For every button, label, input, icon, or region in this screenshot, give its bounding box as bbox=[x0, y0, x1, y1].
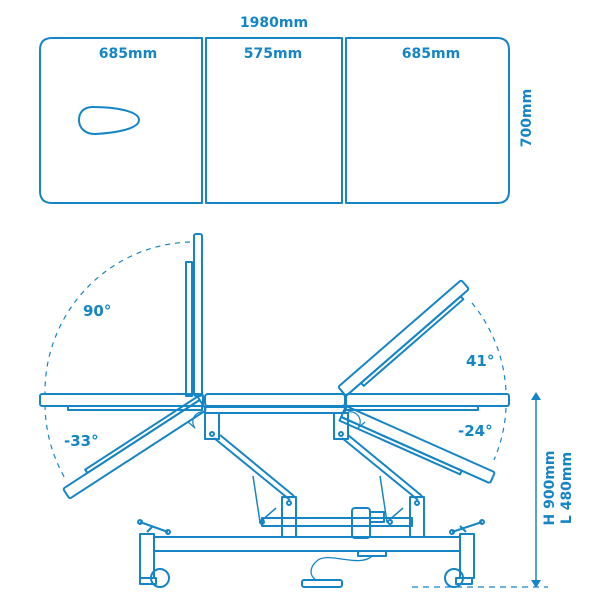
foot-section-up-frame bbox=[360, 295, 465, 387]
foot-section-flat-frame bbox=[345, 405, 479, 411]
foot-switch bbox=[301, 579, 343, 588]
section-middle-label: 575mm bbox=[244, 46, 302, 62]
left-base-pad bbox=[139, 577, 157, 585]
section-middle bbox=[205, 37, 343, 204]
foot-section-down-frame bbox=[338, 415, 463, 476]
height-max-label: H 900mm bbox=[542, 451, 558, 526]
right-brake-knob-1 bbox=[479, 519, 485, 525]
head-section-down-frame bbox=[84, 395, 201, 474]
left-brake-knob-1 bbox=[137, 519, 143, 525]
height-arrow-down-icon bbox=[531, 580, 541, 588]
head-down-angle-label: -33° bbox=[64, 432, 99, 450]
top-view bbox=[39, 37, 510, 204]
head-section-flat bbox=[39, 393, 204, 407]
bottom-tray bbox=[357, 550, 387, 557]
motor-box bbox=[351, 507, 371, 539]
foot-up-angle-label: 41° bbox=[466, 352, 494, 370]
face-hole bbox=[78, 106, 140, 135]
height-arrow-up-icon bbox=[531, 392, 541, 400]
section-foot bbox=[345, 37, 510, 204]
motor-bracket bbox=[369, 511, 385, 523]
left-brake-knob-2 bbox=[165, 529, 171, 535]
head-section-up bbox=[193, 233, 203, 397]
total-length-label: 1980mm bbox=[240, 15, 308, 31]
foot-switch-cable bbox=[310, 555, 373, 581]
head-down-arc-dash bbox=[44, 404, 67, 481]
height-min-label: L 480mm bbox=[559, 452, 575, 524]
right-hinge-curve bbox=[347, 411, 366, 429]
right-hinge-pin bbox=[338, 431, 344, 437]
right-base-foot bbox=[459, 533, 475, 579]
foot-section-up bbox=[337, 279, 470, 397]
head-section-flat-frame bbox=[67, 405, 203, 411]
section-head bbox=[39, 37, 203, 204]
left-caster-wheel bbox=[150, 568, 170, 588]
right-brake-knob-2 bbox=[449, 529, 455, 535]
left-post-pin bbox=[286, 500, 292, 506]
width-label: 700mm bbox=[519, 89, 535, 147]
middle-section-frame bbox=[204, 406, 346, 414]
right-brake-pedal bbox=[451, 521, 483, 533]
right-post-pin bbox=[414, 500, 420, 506]
foot-section-flat bbox=[345, 393, 510, 407]
right-hinge-bracket bbox=[333, 412, 349, 440]
right-actuator-pin bbox=[387, 519, 393, 525]
crossbar bbox=[261, 517, 413, 527]
right-leg bbox=[341, 434, 423, 501]
foot-section-down bbox=[340, 405, 496, 484]
left-actuator bbox=[252, 475, 277, 523]
middle-section bbox=[204, 393, 346, 407]
left-brake-pedal bbox=[139, 521, 169, 533]
section-head-label: 685mm bbox=[99, 46, 157, 62]
head-section-up-frame bbox=[185, 261, 193, 397]
side-view bbox=[39, 233, 548, 588]
left-leg bbox=[213, 434, 295, 501]
foot-down-arc-dash bbox=[493, 407, 507, 461]
left-hinge-pin bbox=[209, 431, 215, 437]
head-arc-dash bbox=[44, 241, 191, 396]
head-up-angle-label: 90° bbox=[83, 302, 111, 320]
foot-down-angle-label: -24° bbox=[458, 422, 493, 440]
left-hinge-bracket bbox=[204, 412, 220, 440]
right-post bbox=[409, 496, 425, 538]
foot-arc-dash bbox=[471, 302, 507, 393]
left-base-foot bbox=[139, 533, 155, 579]
right-caster-wheel bbox=[444, 568, 464, 588]
base-frame bbox=[153, 536, 461, 552]
left-hinge-curve bbox=[187, 411, 206, 429]
section-foot-label: 685mm bbox=[402, 46, 460, 62]
right-base-pad bbox=[455, 577, 473, 585]
